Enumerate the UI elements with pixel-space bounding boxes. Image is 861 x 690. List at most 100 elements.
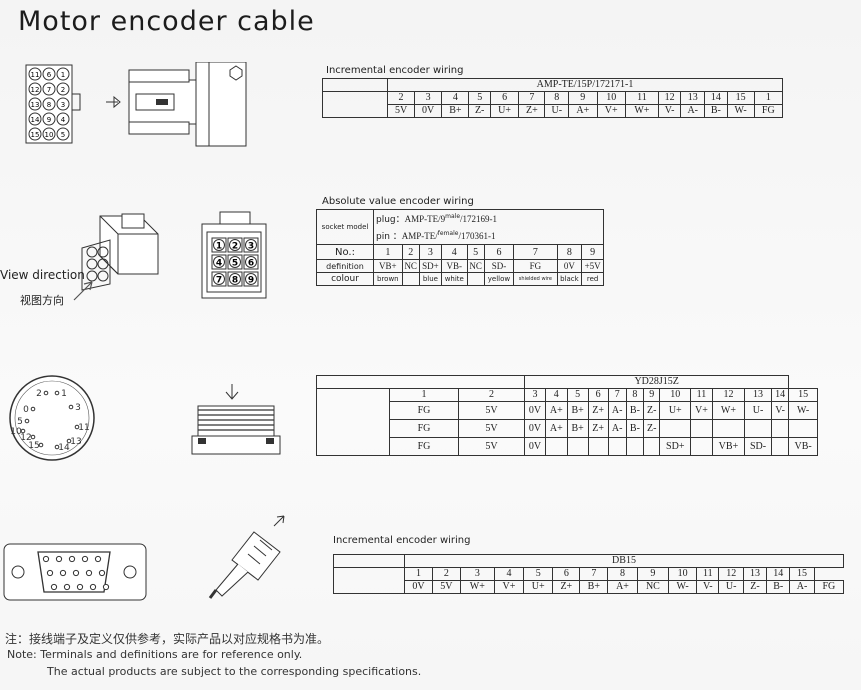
signal-cell: W- <box>726 104 755 118</box>
connector-pin <box>227 271 243 287</box>
connector-pin-label: 3 <box>75 403 81 413</box>
signal-cell: 5V <box>457 419 526 438</box>
connector-pin-label: 5 <box>17 417 23 427</box>
db15-pin-hole <box>42 555 50 563</box>
pin-number-cell: 13 <box>744 388 772 402</box>
connector-pin-label: 15 <box>28 441 39 451</box>
connector-pin-ring <box>245 239 257 251</box>
pin-number-cell: 8 <box>625 388 645 402</box>
connector-pin-label: 12 <box>20 433 31 443</box>
signal-cell: A- <box>607 419 627 438</box>
pin-number-cell: 8 <box>544 91 570 105</box>
pin-number-cell: 6 <box>489 91 520 105</box>
db15-pin-hole <box>55 555 63 563</box>
pin-number-cell: 12 <box>711 388 746 402</box>
section1-caption: Incremental encoder wiring <box>326 65 464 76</box>
connector-pin-label: 5 <box>61 131 65 139</box>
signal-cell: Z- <box>468 104 491 118</box>
pin-number-cell: 1 <box>389 388 459 402</box>
connector-pin <box>68 404 74 410</box>
table-header: YD28J15Z <box>524 375 790 389</box>
signal-cell: 0V <box>414 104 443 118</box>
pin-number-cell: 10 <box>659 388 692 402</box>
connector-pin-label: 2 <box>232 242 238 252</box>
pin-number-cell: 14 <box>704 91 728 105</box>
definition-cell: SD- <box>483 259 515 273</box>
signal-cell: 5V <box>386 104 416 118</box>
connector-pin-label: 12 <box>31 86 40 94</box>
signal-cell: B+ <box>579 580 609 594</box>
pin-number-cell: 12 <box>657 91 682 105</box>
pin-number-cell: 2 <box>457 388 526 402</box>
signal-cell: B- <box>625 401 645 420</box>
signal-cell: U+ <box>523 580 554 594</box>
plug-model-line: plug：AMP-TE/9male/172169-1 <box>376 213 498 225</box>
signal-cell: Z+ <box>587 419 609 438</box>
pin-number-cell: 4 <box>441 244 468 260</box>
connector-pin <box>24 418 30 424</box>
signal-cell: B+ <box>566 401 589 420</box>
pin-number-cell: 3 <box>418 244 443 260</box>
pin-number-cell: 8 <box>607 567 638 581</box>
db15-pin-hole <box>68 555 76 563</box>
pin-number-cell: 15 <box>788 388 818 402</box>
definition-cell: +5V <box>581 259 604 273</box>
connector-pin <box>56 82 70 96</box>
connector-pin <box>42 82 56 96</box>
signal-cell <box>690 419 713 438</box>
connector-pin-label: 0 <box>23 405 29 415</box>
signal-cell: A- <box>680 104 706 118</box>
connector-pin <box>74 424 80 430</box>
connector-pin <box>54 444 60 450</box>
pin-number-cell: 2 <box>431 567 461 581</box>
connector-pin-label: 9 <box>47 116 51 124</box>
signal-cell: W- <box>668 580 698 594</box>
connector-pin <box>54 390 60 396</box>
signal-cell <box>659 419 692 438</box>
colour-cell: white <box>441 272 468 286</box>
pin-number-cell: 5 <box>566 388 589 402</box>
signal-cell: Z- <box>643 401 661 420</box>
connector-pin <box>243 254 259 270</box>
pin-number-cell: 3 <box>459 567 495 581</box>
signal-cell <box>770 437 790 456</box>
signal-cell: Z- <box>742 580 768 594</box>
colour-cell: blue <box>418 272 443 286</box>
note-english-2: The actual products are subject to the c… <box>47 665 422 678</box>
signal-cell: NC <box>636 580 670 594</box>
signal-cell: A- <box>789 580 815 594</box>
connector-pin <box>56 112 70 126</box>
table-header: AMP-TE/15P/172171-1 <box>387 78 783 92</box>
pin-number-cell: 12 <box>718 567 744 581</box>
connector-pin <box>211 254 227 270</box>
connector-pin-label: 8 <box>47 101 51 109</box>
signal-cell <box>625 437 645 456</box>
signal-cell: 5V <box>457 401 526 420</box>
connector-pin-label: 2 <box>36 389 42 399</box>
pin-number-cell: 7 <box>579 567 609 581</box>
colour-cell <box>466 272 485 286</box>
definition-cell: VB+ <box>373 259 403 273</box>
pin-number-cell: 3 <box>414 91 443 105</box>
db15-pin-hole <box>98 569 106 577</box>
db15-connector-face <box>3 543 147 601</box>
connector-pin-label: 1 <box>61 389 67 399</box>
connector-pin-label: 14 <box>31 116 40 124</box>
connector-pin <box>28 67 42 81</box>
pin-number-cell: 9 <box>568 91 598 105</box>
connector-pin-label: 10 <box>10 427 22 437</box>
signal-cell: B- <box>704 104 728 118</box>
pin-number-cell: 2 <box>386 91 416 105</box>
signal-cell: Z+ <box>587 401 609 420</box>
pin-number-cell: 3 <box>524 388 546 402</box>
connector-pin <box>28 82 42 96</box>
connector-pin <box>243 237 259 253</box>
pin-number-cell: 11 <box>690 388 713 402</box>
signal-cell: 0V <box>524 419 546 438</box>
signal-cell: V+ <box>690 401 713 420</box>
pin-number-cell: 7 <box>518 91 546 105</box>
signal-cell: W+ <box>459 580 495 594</box>
db15-pin-hole <box>63 583 71 591</box>
pin-number-cell: 14 <box>766 567 791 581</box>
